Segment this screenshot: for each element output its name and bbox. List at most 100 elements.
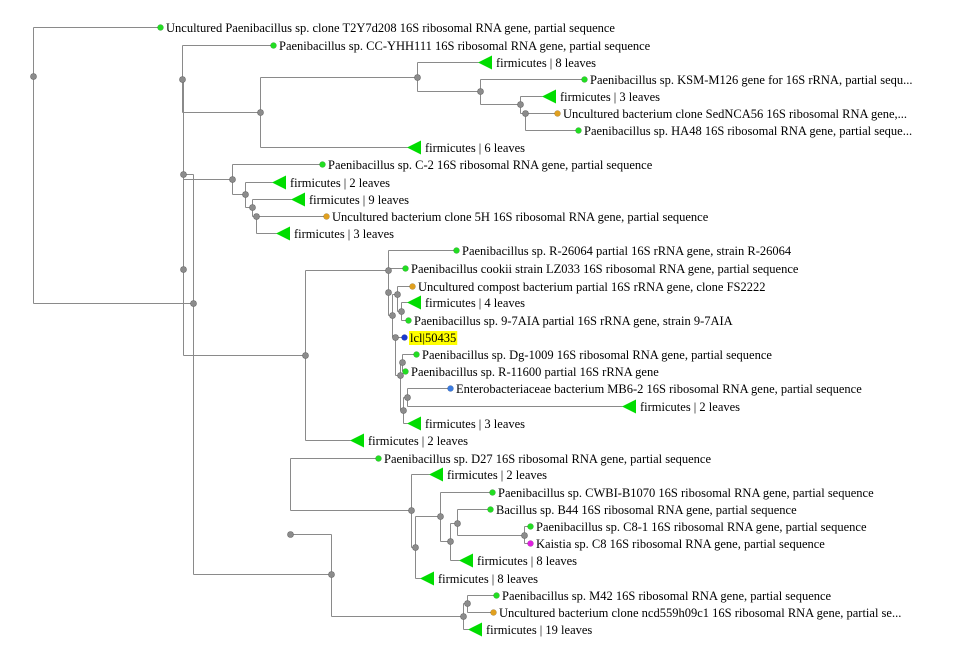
leaf-label[interactable]: Paenibacillus sp. C-2 16S ribosomal RNA … [328, 158, 653, 172]
leaf-node[interactable]: Paenibacillus cookii strain LZ033 16S ri… [402, 262, 799, 276]
green-triangle-icon[interactable] [542, 89, 556, 104]
internal-node-dot-icon[interactable] [179, 76, 186, 83]
leaf-label[interactable]: Paenibacillus sp. KSM-M126 gene for 16S … [590, 73, 913, 87]
collapsed-clade[interactable]: firmicutes | 2 leaves [272, 175, 390, 191]
leaf-dot-icon[interactable] [575, 127, 582, 134]
leaf-node[interactable]: Paenibacillus sp. CWBI-B1070 16S ribosom… [489, 486, 875, 500]
internal-node-dot-icon[interactable] [253, 213, 260, 220]
leaf-node[interactable]: Paenibacillus sp. HA48 16S ribosomal RNA… [575, 124, 913, 138]
leaf-label[interactable]: Uncultured bacterium clone 5H 16S riboso… [332, 210, 709, 224]
internal-node-dot-icon[interactable] [521, 532, 528, 539]
leaf-dot-icon[interactable] [527, 540, 534, 547]
collapsed-clade[interactable]: firmicutes | 2 leaves [429, 467, 547, 483]
leaf-dot-icon[interactable] [493, 592, 500, 599]
leaf-label[interactable]: Paenibacillus sp. D27 16S ribosomal RNA … [384, 452, 711, 466]
leaf-dot-icon[interactable] [323, 213, 330, 220]
leaf-dot-icon[interactable] [490, 609, 497, 616]
leaf-label[interactable]: firmicutes | 4 leaves [425, 296, 525, 310]
leaf-node[interactable]: Paenibacillus sp. Dg-1009 16S ribosomal … [413, 348, 773, 362]
leaf-label[interactable]: firmicutes | 19 leaves [486, 623, 592, 637]
leaf-node[interactable]: Uncultured bacterium clone ncd559h09c1 1… [490, 606, 902, 620]
leaf-label[interactable]: firmicutes | 3 leaves [294, 227, 394, 241]
internal-node-dot-icon[interactable] [397, 372, 404, 379]
leaf-label[interactable]: Paenibacillus sp. M42 16S ribosomal RNA … [502, 589, 832, 603]
green-triangle-icon[interactable] [478, 55, 492, 70]
leaf-label[interactable]: Paenibacillus sp. R-26064 partial 16S rR… [462, 244, 792, 258]
leaf-node[interactable]: Kaistia sp. C8 16S ribosomal RNA gene, p… [527, 537, 826, 551]
internal-node-dot-icon[interactable] [385, 267, 392, 274]
leaf-label[interactable]: Paenibacillus sp. HA48 16S ribosomal RNA… [584, 124, 912, 138]
leaf-label[interactable]: firmicutes | 3 leaves [560, 90, 660, 104]
internal-node-dot-icon[interactable] [412, 544, 419, 551]
green-triangle-icon[interactable] [272, 175, 286, 190]
internal-node-dot-icon[interactable] [392, 334, 399, 341]
internal-node-dot-icon[interactable] [389, 312, 396, 319]
leaf-dot-icon[interactable] [581, 76, 588, 83]
leaf-dot-icon[interactable] [413, 351, 420, 358]
leaf-dot-icon[interactable] [487, 506, 494, 513]
internal-node-dot-icon[interactable] [180, 171, 187, 178]
leaf-node[interactable]: Paenibacillus sp. 9-7AIA partial 16S rRN… [405, 314, 733, 328]
collapsed-clade[interactable]: firmicutes | 2 leaves [350, 433, 468, 449]
leaf-label[interactable]: firmicutes | 2 leaves [290, 176, 390, 190]
leaf-label[interactable]: firmicutes | 3 leaves [425, 417, 525, 431]
leaf-node[interactable]: Uncultured bacterium clone 5H 16S riboso… [323, 210, 709, 224]
leaf-dot-icon[interactable] [447, 385, 454, 392]
leaf-label[interactable]: Bacillus sp. B44 16S ribosomal RNA gene,… [496, 503, 797, 517]
leaf-node[interactable]: Uncultured Paenibacillus sp. clone T2Y7d… [157, 21, 616, 35]
internal-node-dot-icon[interactable] [454, 520, 461, 527]
leaf-label[interactable]: Uncultured bacterium clone ncd559h09c1 1… [499, 606, 901, 620]
leaf-dot-icon[interactable] [402, 368, 409, 375]
leaf-dot-icon[interactable] [401, 334, 408, 341]
leaf-dot-icon[interactable] [319, 161, 326, 168]
leaf-label[interactable]: Paenibacillus cookii strain LZ033 16S ri… [411, 262, 799, 276]
internal-node-dot-icon[interactable] [190, 300, 197, 307]
internal-node-dot-icon[interactable] [249, 204, 256, 211]
internal-node-dot-icon[interactable] [408, 507, 415, 514]
leaf-dot-icon[interactable] [527, 523, 534, 530]
leaf-label[interactable]: Uncultured Paenibacillus sp. clone T2Y7d… [166, 21, 615, 35]
leaf-dot-icon[interactable] [554, 110, 561, 117]
leaf-node[interactable]: Paenibacillus sp. R-11600 partial 16S rR… [402, 365, 660, 379]
leaf-label[interactable]: Enterobacteriaceae bacterium MB6-2 16S r… [456, 382, 862, 396]
green-triangle-icon[interactable] [468, 622, 482, 637]
internal-node-dot-icon[interactable] [517, 101, 524, 108]
leaf-node[interactable]: Paenibacillus sp. C-2 16S ribosomal RNA … [319, 158, 653, 172]
leaf-node[interactable]: Enterobacteriaceae bacterium MB6-2 16S r… [447, 382, 863, 396]
green-triangle-icon[interactable] [459, 553, 473, 568]
collapsed-clade[interactable]: firmicutes | 19 leaves [468, 622, 592, 638]
leaf-dot-icon[interactable] [405, 317, 412, 324]
internal-node-dot-icon[interactable] [460, 613, 467, 620]
leaf-node[interactable]: Paenibacillus sp. C8-1 16S ribosomal RNA… [527, 520, 867, 534]
leaf-node[interactable]: Paenibacillus sp. M42 16S ribosomal RNA … [493, 589, 832, 603]
internal-node-dot-icon[interactable] [30, 73, 37, 80]
internal-node-dot-icon[interactable] [385, 289, 392, 296]
green-triangle-icon[interactable] [291, 192, 305, 207]
leaf-label[interactable]: firmicutes | 8 leaves [477, 554, 577, 568]
leaf-label[interactable]: Paenibacillus sp. C8-1 16S ribosomal RNA… [536, 520, 867, 534]
internal-node-dot-icon[interactable] [404, 394, 411, 401]
leaf-label[interactable]: Uncultured compost bacterium partial 16S… [418, 280, 766, 294]
internal-node-dot-icon[interactable] [522, 110, 529, 117]
internal-node-dot-icon[interactable] [257, 109, 264, 116]
leaf-dot-icon[interactable] [409, 283, 416, 290]
leaf-node[interactable]: Paenibacillus sp. D27 16S ribosomal RNA … [375, 452, 712, 466]
internal-node-dot-icon[interactable] [414, 74, 421, 81]
leaf-label[interactable]: firmicutes | 9 leaves [309, 193, 409, 207]
internal-node-dot-icon[interactable] [242, 191, 249, 198]
leaf-node[interactable]: Bacillus sp. B44 16S ribosomal RNA gene,… [487, 503, 798, 517]
green-triangle-icon[interactable] [429, 467, 443, 482]
internal-node-dot-icon[interactable] [287, 531, 294, 538]
internal-node-dot-icon[interactable] [447, 538, 454, 545]
internal-node-dot-icon[interactable] [464, 600, 471, 607]
green-triangle-icon[interactable] [350, 433, 364, 448]
leaf-dot-icon[interactable] [402, 265, 409, 272]
internal-node-dot-icon[interactable] [229, 176, 236, 183]
leaf-dot-icon[interactable] [489, 489, 496, 496]
leaf-node[interactable]: Paenibacillus sp. R-26064 partial 16S rR… [453, 244, 792, 258]
collapsed-clade[interactable]: firmicutes | 3 leaves [407, 416, 525, 432]
leaf-dot-icon[interactable] [453, 247, 460, 254]
leaf-dot-icon[interactable] [270, 42, 277, 49]
leaf-label[interactable]: Kaistia sp. C8 16S ribosomal RNA gene, p… [536, 537, 825, 551]
leaf-node[interactable]: Paenibacillus sp. KSM-M126 gene for 16S … [581, 73, 913, 87]
